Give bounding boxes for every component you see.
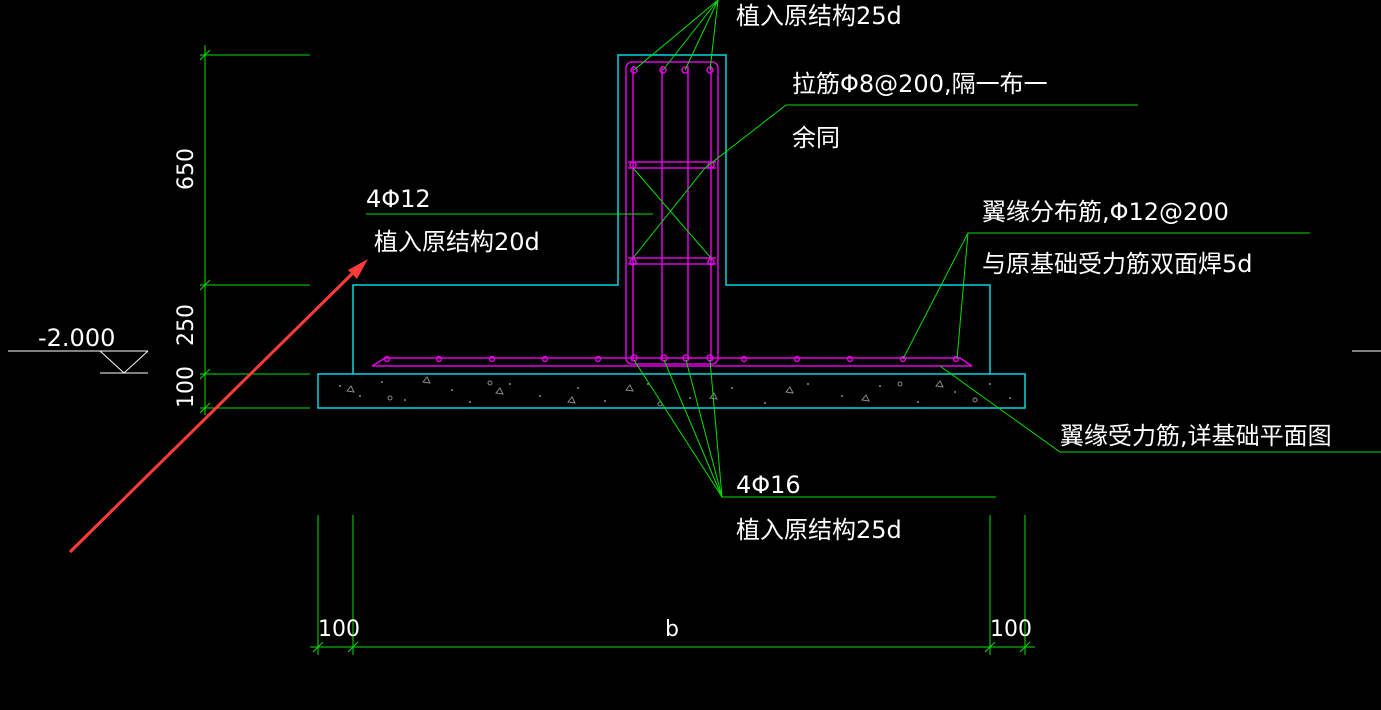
label-4phi16: 4Φ16 (736, 471, 801, 499)
label-dist-bar: 翼缘分布筋,Φ12@200 (982, 198, 1229, 226)
label-elevation: -2.000 (38, 324, 115, 352)
concrete-cushion (317, 373, 1026, 409)
horizontal-dimension-chain (310, 515, 1035, 655)
vertical-dimension-chain (199, 45, 310, 415)
label-anchor-20d: 植入原结构20d (374, 228, 540, 256)
label-bottom-anchor: 植入原结构25d (736, 516, 902, 544)
label-dist-bar-weld: 与原基础受力筋双面焊5d (982, 250, 1253, 278)
foundation-outline (352, 54, 991, 374)
rebar-cage (371, 61, 973, 367)
dim-100-vertical: 100 (174, 366, 199, 408)
label-tie-bar-same: 余同 (792, 124, 840, 152)
label-flange-main-bar: 翼缘受力筋,详基础平面图 (1060, 422, 1332, 450)
dim-100-right: 100 (990, 617, 1032, 642)
label-tie-bar: 拉筋Φ8@200,隔一布一 (792, 70, 1048, 98)
leader-lines (366, 0, 1381, 498)
label-4phi12: 4Φ12 (366, 185, 431, 213)
red-annotation-arrow (68, 259, 368, 554)
dim-250: 250 (174, 304, 199, 346)
label-top-anchor: 植入原结构25d (736, 2, 902, 30)
dim-100-left: 100 (318, 617, 360, 642)
elevation-marker (8, 350, 1381, 374)
dim-b: b (665, 617, 679, 642)
dim-650: 650 (174, 148, 199, 190)
